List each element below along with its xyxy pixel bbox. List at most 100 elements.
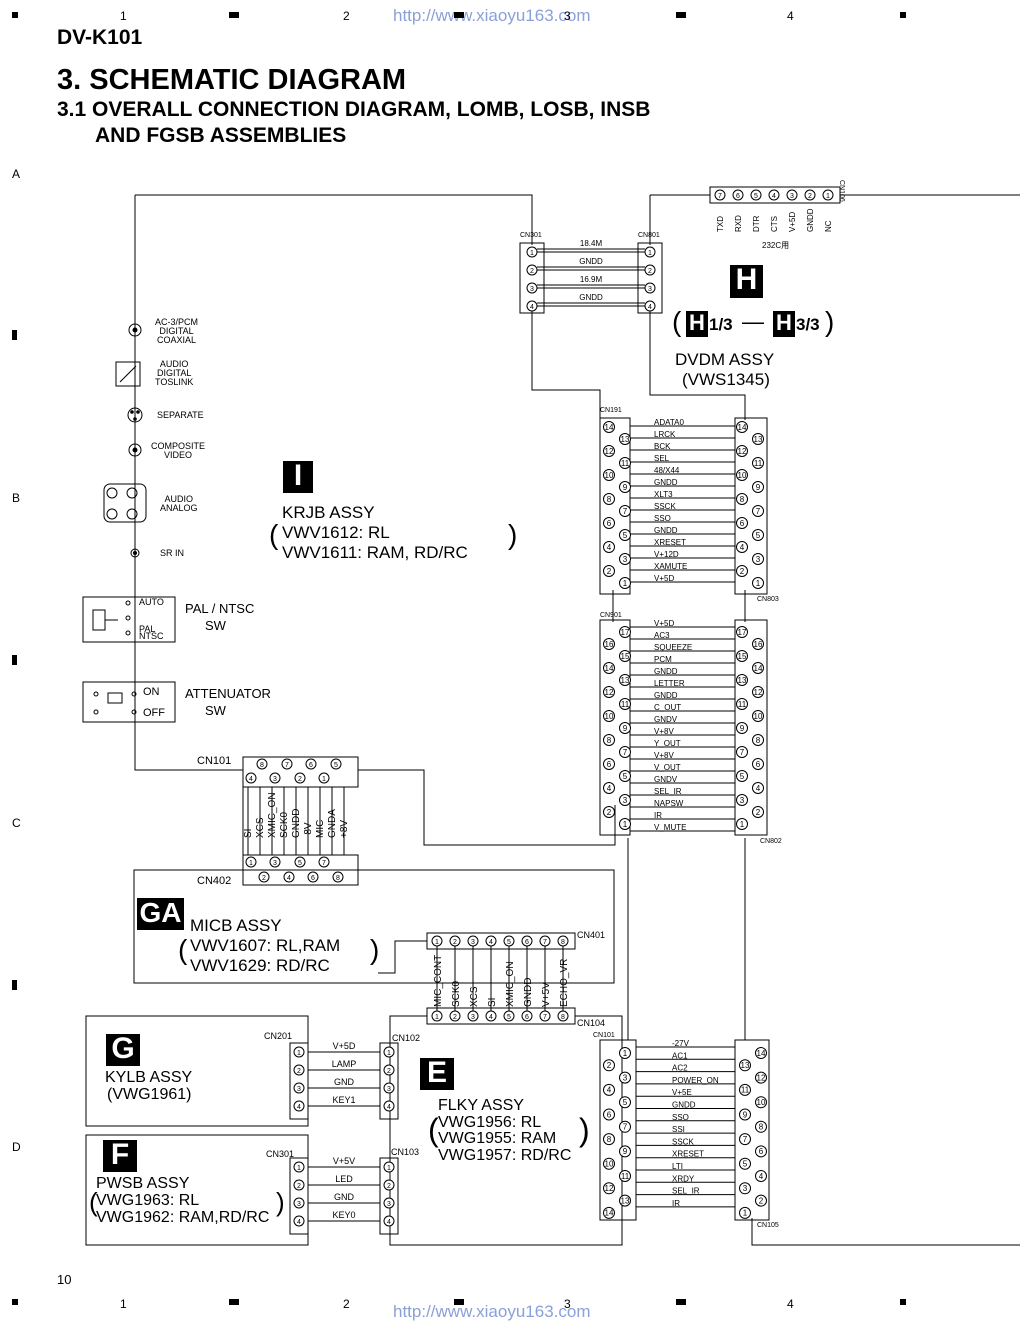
cn101b-signal-1: AC1 xyxy=(672,1051,688,1060)
cn191-pin-12-number: 12 xyxy=(605,447,614,456)
cn803-pin-14-number: 14 xyxy=(738,423,747,432)
cn101b-pin-1-number: 1 xyxy=(623,1049,628,1058)
cn901-pin-3-circle xyxy=(619,794,631,806)
cn191-pin-3-circle xyxy=(619,553,631,565)
cn191-pin-9-circle xyxy=(619,481,631,493)
cn104-pin-4-number: 4 xyxy=(489,1014,493,1021)
cn802-name: CN802 xyxy=(760,838,782,845)
badge-f-letter: F xyxy=(110,1138,130,1171)
cn201-signal-1: LAMP xyxy=(332,1059,357,1069)
cn901-signal-3: PCM xyxy=(654,655,672,664)
cn104-pin-6-number: 6 xyxy=(525,1014,529,1021)
cn105-pin-7-circle xyxy=(739,1133,751,1146)
e-paren-close: ) xyxy=(579,1112,590,1148)
cn803-pin-9-number: 9 xyxy=(756,483,761,492)
badge-f xyxy=(103,1140,137,1172)
cn802-pin-15-circle xyxy=(736,650,748,662)
cn801-name: CN801 xyxy=(638,232,660,239)
attenuator-off: OFF xyxy=(143,707,165,719)
cn101b-pin-12-circle xyxy=(603,1182,615,1195)
cn901-pin-4-number: 4 xyxy=(607,784,612,793)
badge-h-small-letter-2: H xyxy=(776,310,792,335)
cn104-pin-1-number: 1 xyxy=(435,1014,439,1021)
cn901-signal-5: LETTER xyxy=(654,679,685,688)
cn901-signal-6: GNDD xyxy=(654,691,678,700)
cn101-pin-1-number: 1 xyxy=(322,776,326,783)
cn901-pin-12-number: 12 xyxy=(605,688,614,697)
cn802-pin-14-circle xyxy=(752,662,764,674)
cn801-pin-4-number: 4 xyxy=(648,304,652,311)
cn402-pin-6-circle xyxy=(307,871,319,883)
cn901-signal-11: V+8V xyxy=(654,751,674,760)
cn101b-signal-2: AC2 xyxy=(672,1064,688,1073)
cn901-pin-8-circle xyxy=(603,734,615,746)
cn101b-pin-10-number: 10 xyxy=(605,1160,614,1169)
cn191-pin-4-number: 4 xyxy=(607,543,612,552)
i-paren-close: ) xyxy=(508,519,518,550)
cn201-signal-0: V+5D xyxy=(333,1041,356,1051)
cn106-connector xyxy=(709,186,841,204)
cn105-pin-8-number: 8 xyxy=(759,1123,764,1132)
cn106-note: 232C用 xyxy=(762,241,790,250)
e-assy-code2: VWG1955: RAM xyxy=(438,1130,557,1147)
e-assy-name: FLKY ASSY xyxy=(438,1097,524,1114)
badge-i xyxy=(283,461,313,493)
h-assy-name: DVDM ASSY xyxy=(675,350,775,369)
cn101b-pin-7-circle xyxy=(619,1120,631,1133)
cn103-pin-2-circle xyxy=(383,1179,395,1191)
cn101b-signal-7: SSI xyxy=(672,1125,685,1134)
cn801-signal-2: 16.9M xyxy=(580,275,603,284)
h-paren-close: ) xyxy=(825,306,835,337)
cn191-signal-10: XRESET xyxy=(654,538,686,547)
cn801-pin-3-number: 3 xyxy=(648,286,652,293)
cn901-pin-3-number: 3 xyxy=(623,796,628,805)
cn101b-pin-2-number: 2 xyxy=(607,1061,612,1070)
cn402-signal-6: MIC xyxy=(315,820,326,838)
cn106-name: CN106 xyxy=(838,180,845,202)
cn402-signal-2: XMIC_ON xyxy=(267,792,278,838)
cn101b-pin-9-circle xyxy=(619,1145,631,1158)
cn191-pin-11-circle xyxy=(619,457,631,469)
cn401-pin-1-number: 1 xyxy=(435,939,439,946)
cn106-signal-1: RXD xyxy=(734,215,743,232)
cn191-pin-4-circle xyxy=(603,541,615,553)
cn104-signal-3: SI xyxy=(487,998,498,1007)
cn802-pin-12-circle xyxy=(752,686,764,698)
cn101-pin-3-number: 3 xyxy=(273,776,277,783)
cn105-pin-8-circle xyxy=(755,1120,767,1133)
badge-i-letter: I xyxy=(293,459,303,492)
cn402-pin-5-circle xyxy=(294,856,306,868)
cn901-pin-7-number: 7 xyxy=(623,748,628,757)
cn105-pin-12-circle xyxy=(755,1071,767,1084)
badge-h-small-1 xyxy=(686,311,708,337)
cn191-signal-0: ADATA0 xyxy=(654,418,684,427)
krjb-jacks xyxy=(103,323,147,558)
bottom-url-watermark: http://www.xiaoyu163.com xyxy=(393,1302,591,1321)
f-assy-code1: VWG1963: RL xyxy=(96,1192,200,1209)
col-2-bottom: 2 xyxy=(343,1297,350,1311)
cn101-pin-1-circle xyxy=(318,772,330,784)
row-b: B xyxy=(12,491,21,505)
cn101-cn402 xyxy=(133,756,615,984)
cn191-signal-6: XLT3 xyxy=(654,490,673,499)
cn106-pin-5-circle xyxy=(750,189,762,201)
h-range-b: 3/3 xyxy=(796,315,820,334)
cn101b-pin-13-number: 13 xyxy=(621,1196,630,1205)
cn101b-signal-9: XRESET xyxy=(672,1150,704,1159)
col-4-bottom: 4 xyxy=(787,1297,794,1311)
cn191-pin-7-number: 7 xyxy=(623,507,628,516)
section-title-line2: AND FGSB ASSEMBLIES xyxy=(95,124,347,147)
cn301-bot-signal-3: KEY0 xyxy=(332,1210,355,1220)
cn103-pin-2-number: 2 xyxy=(387,1183,391,1190)
cn901-signal-17: V_MUTE xyxy=(654,823,686,832)
cn901-pin-13-circle xyxy=(619,674,631,686)
cn802-pin-17-number: 17 xyxy=(738,628,747,637)
cn301-bot-pin-3-number: 3 xyxy=(297,1201,301,1208)
h-range-a: 1/3 xyxy=(709,315,733,334)
ga-assy-name: MICB ASSY xyxy=(190,916,282,935)
cn104-pin-3-number: 3 xyxy=(471,1014,475,1021)
cn191-pin-6-circle xyxy=(603,517,615,529)
cn901-signal-8: GNDV xyxy=(654,715,678,724)
cn802-pin-3-circle xyxy=(736,794,748,806)
